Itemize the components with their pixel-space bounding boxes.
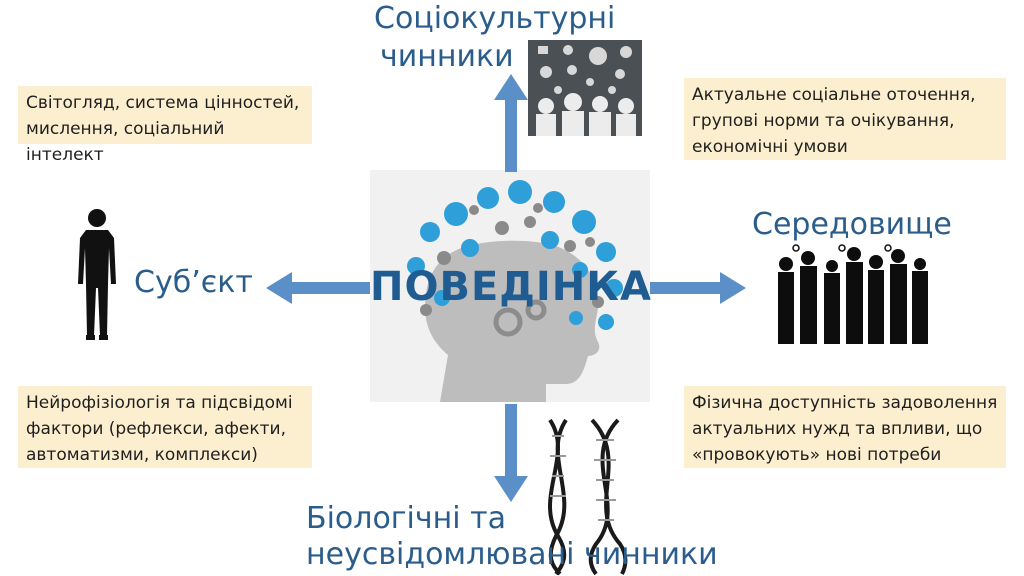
note-bottom-left: Нейрофізіологія та підсвідомі фактори (р…	[18, 386, 312, 468]
left-title: Суб’єкт	[134, 265, 253, 300]
bottom-title-line2: неусвідомлювані чинники	[306, 537, 718, 572]
note-bottom-left-line2: фактори (рефлекси, афекти,	[26, 419, 287, 439]
center-label: ПОВЕДІНКА	[370, 264, 652, 310]
note-top-right-line3: економічні умови	[692, 137, 848, 157]
note-top-right-line1: Актуальне соціальне оточення,	[692, 85, 976, 105]
note-bottom-right-line3: «провокують» нові потреби	[692, 445, 942, 465]
top-title-line2: чинники	[380, 39, 514, 74]
note-bottom-left-line1: Нейрофізіологія та підсвідомі	[26, 393, 293, 413]
arrow-down	[494, 404, 528, 502]
note-top-left: Світогляд, система цінностей, мислення, …	[18, 86, 312, 165]
brain-image	[370, 170, 650, 402]
note-bottom-left-line3: автоматизми, комплекси)	[26, 445, 258, 465]
arrow-up	[494, 74, 528, 172]
arrow-left	[266, 272, 370, 304]
note-top-right-line2: групові норми та очікування,	[692, 111, 955, 131]
person-silhouette-icon	[78, 209, 116, 340]
note-bottom-right-line1: Фізична доступність задоволення	[692, 393, 998, 413]
people-icon	[536, 45, 636, 136]
note-bottom-right-line2: актуальних нужд та впливи, що	[692, 419, 983, 439]
dna-icon	[548, 418, 628, 576]
top-title-line1: Соціокультурні	[374, 1, 616, 36]
bottom-title-line1: Біологічні та	[306, 501, 506, 536]
social-icons-image	[528, 40, 642, 136]
note-top-left-line2: мислення, соціальний інтелект	[26, 119, 225, 165]
note-top-right: Актуальне соціальне оточення, групові но…	[684, 78, 1006, 160]
note-top-left-line1: Світогляд, система цінностей,	[26, 93, 300, 113]
note-bottom-right: Фізична доступність задоволення актуальн…	[684, 386, 1006, 468]
crowd-silhouette-icon	[778, 244, 928, 344]
arrow-right	[650, 272, 746, 304]
brain-icon	[407, 180, 623, 402]
right-title: Середовище	[752, 207, 952, 242]
